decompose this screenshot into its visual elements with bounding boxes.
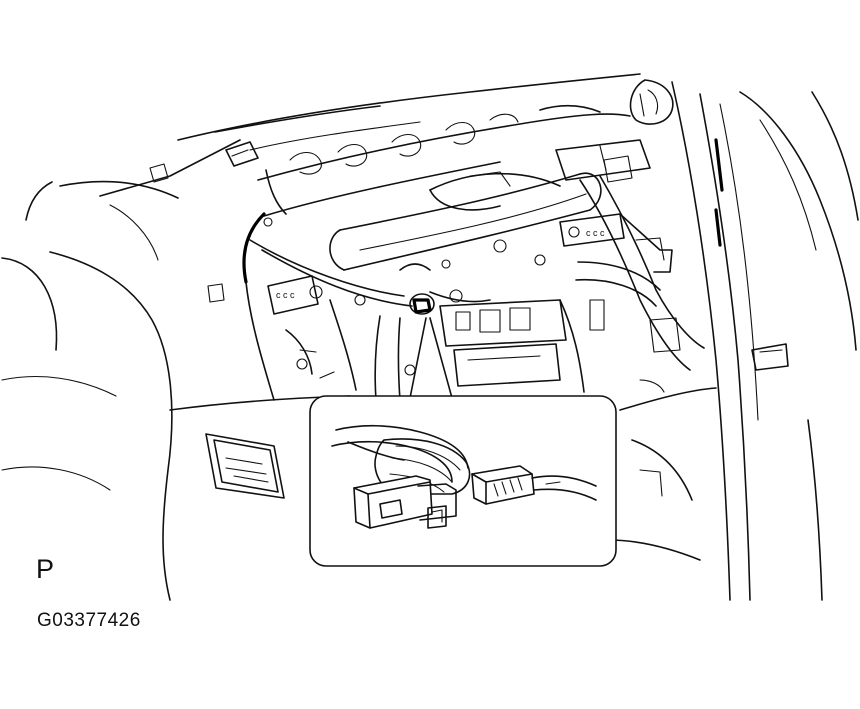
svg-text:c c c: c c c	[276, 290, 295, 300]
connector-detail-inset	[309, 395, 617, 567]
misc-details	[149, 155, 665, 393]
left-bracket-and-harness: c c c	[242, 212, 491, 401]
view-label: P	[36, 554, 55, 584]
svg-text:c c c: c c c	[586, 228, 605, 238]
pillar-right	[671, 81, 859, 601]
cross-tube	[329, 139, 651, 271]
figure-code: G03377426	[37, 610, 141, 631]
upper-rail	[225, 104, 631, 217]
connector-location	[409, 293, 453, 399]
anchor-cover	[205, 433, 285, 499]
center-module	[354, 239, 681, 401]
right-bracket: c c c	[559, 175, 705, 371]
seat-panel-left	[1, 139, 241, 601]
roof-line	[177, 73, 674, 151]
